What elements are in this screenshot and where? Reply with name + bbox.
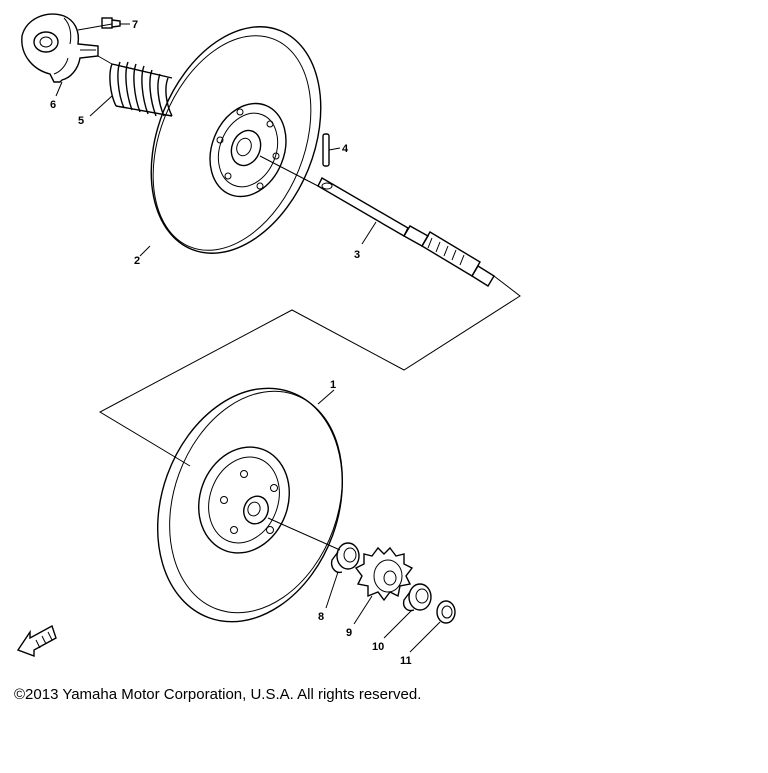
part-4-pin <box>322 133 341 167</box>
callout-1: 1 <box>330 379 336 391</box>
callout-2: 2 <box>134 255 140 267</box>
callout-9: 9 <box>346 627 352 639</box>
part-6-bracket <box>21 13 99 83</box>
callout-6: 6 <box>50 99 56 111</box>
callout-11: 11 <box>400 655 412 667</box>
connector-line <box>98 275 521 467</box>
callout-10: 10 <box>372 641 384 653</box>
leader-lines <box>55 81 441 653</box>
callout-5: 5 <box>78 115 84 127</box>
part-11-washer <box>436 600 456 624</box>
part-8-bushing <box>330 542 360 574</box>
part-9-sprocket <box>354 546 414 602</box>
callout-7: 7 <box>132 19 138 31</box>
callout-4: 4 <box>342 143 349 155</box>
callout-8: 8 <box>318 611 324 623</box>
part-5-spring <box>97 55 173 117</box>
part-1-sheave <box>156 387 344 623</box>
part-7-bolt <box>77 17 130 31</box>
part-2-sheave <box>150 26 322 254</box>
part-3-shaft <box>259 155 495 287</box>
copyright-notice: ©2013 Yamaha Motor Corporation, U.S.A. A… <box>14 686 422 703</box>
callout-3: 3 <box>354 249 360 261</box>
front-direction-arrow-icon <box>16 624 57 658</box>
part-10-collar <box>402 583 432 612</box>
